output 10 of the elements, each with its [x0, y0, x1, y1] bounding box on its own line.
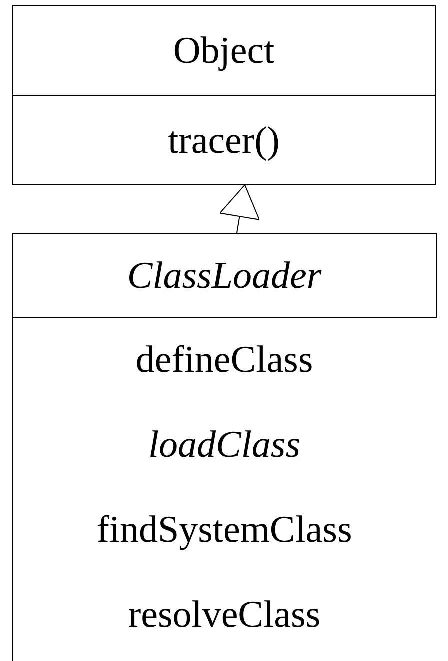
class-name: Object — [173, 29, 275, 73]
class-box — [12, 233, 436, 661]
method-name: resolveClass — [128, 593, 321, 637]
class-name: ClassLoader — [127, 254, 322, 298]
method-name: tracer() — [168, 119, 280, 163]
inheritance-arrow — [220, 184, 260, 234]
method-name: defineClass — [136, 338, 314, 382]
class-box — [12, 5, 436, 185]
method-name: loadClass — [148, 423, 301, 467]
method-name: findSystemClass — [96, 508, 352, 552]
